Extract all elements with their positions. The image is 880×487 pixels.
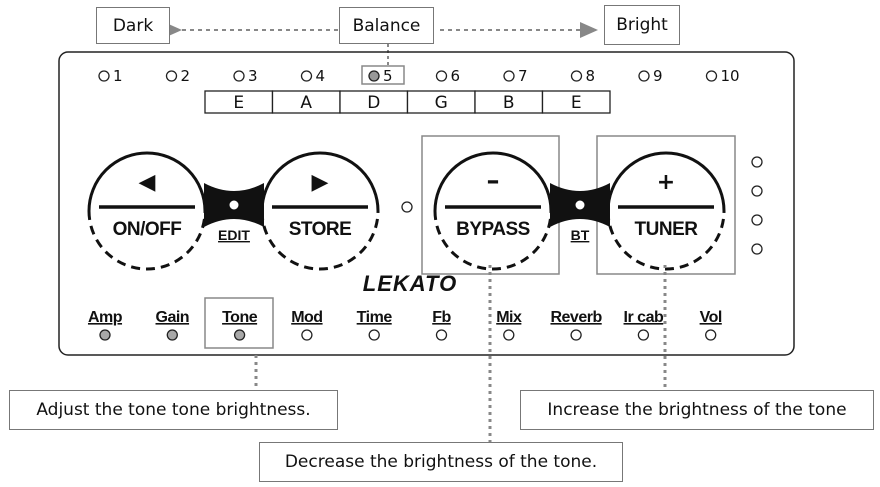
param-time[interactable]: Time (357, 309, 393, 341)
string-label: D (367, 93, 380, 113)
param-label: Fb (432, 309, 451, 326)
param-led (503, 329, 515, 341)
side-led-column (751, 156, 763, 255)
param-label: Time (357, 309, 393, 326)
param-led (368, 329, 380, 341)
param-label: Tone (222, 309, 258, 326)
balance-label: Balance (339, 7, 434, 44)
on_off-symbol-icon: ◀ (139, 170, 156, 195)
param-label: Reverb (550, 309, 602, 326)
param-mix[interactable]: Mix (496, 309, 522, 341)
param-led (637, 329, 650, 341)
store-footswitch[interactable]: ▶ STORE (260, 151, 380, 271)
tuner-highlight (596, 135, 736, 275)
bright-label: Bright (604, 5, 680, 45)
string-label: A (300, 93, 312, 113)
tuner-callout: Increase the brightness of the tone (520, 390, 874, 430)
preset-led-4: 4 (300, 67, 326, 85)
store-label: STORE (289, 219, 352, 240)
tuner-label: TUNER (635, 219, 699, 240)
on-off-footswitch[interactable]: ◀ ON/OFF (87, 151, 207, 271)
tuner-footswitch[interactable]: + TUNER (606, 151, 726, 271)
string-label: B (503, 93, 515, 113)
bypass-footswitch[interactable]: – BYPASS (433, 151, 553, 271)
tuner-symbol-icon: + (657, 170, 675, 195)
param-label: Ir cab (624, 309, 664, 326)
preset-number: 3 (248, 67, 258, 85)
param-label: Vol (700, 309, 722, 326)
param-led (301, 329, 313, 341)
preset-number: 10 (721, 67, 740, 85)
preset-led-2: 2 (165, 67, 191, 85)
param-led (435, 329, 448, 341)
param-tone[interactable]: Tone (222, 309, 258, 341)
preset-number: 4 (316, 67, 326, 85)
param-amp[interactable]: Amp (88, 309, 123, 341)
param-led (99, 329, 111, 341)
preset-led-6: 6 (435, 67, 461, 85)
string-label: G (435, 93, 448, 113)
preset-led-5: 5 (368, 67, 393, 85)
preset-led-3: 3 (233, 67, 258, 85)
param-ir-cab[interactable]: Ir cab (624, 309, 664, 341)
param-fb[interactable]: Fb (432, 309, 452, 341)
string-box (541, 90, 611, 114)
center-led (401, 201, 413, 213)
edit-bridge: EDIT (204, 183, 264, 243)
preset-number: 8 (586, 67, 596, 85)
param-led (166, 329, 178, 341)
param-reverb[interactable]: Reverb (550, 309, 603, 341)
bypass-label: BYPASS (456, 219, 530, 240)
preset-led-8: 8 (570, 67, 596, 85)
param-led (233, 329, 246, 341)
on_off-label: ON/OFF (113, 219, 182, 240)
param-label: Mix (496, 309, 522, 326)
bypass-callout: Decrease the brightness of the tone. (259, 442, 623, 482)
tone-highlight (204, 297, 274, 349)
param-label: Mod (291, 309, 322, 326)
param-vol[interactable]: Vol (700, 309, 722, 341)
param-label: Amp (88, 309, 123, 326)
param-label: Gain (156, 309, 190, 326)
preset-number: 5 (383, 67, 393, 85)
pedal-body (58, 51, 795, 356)
preset-led-1: 1 (98, 67, 123, 85)
bypass-highlight (421, 135, 560, 275)
preset-number: 9 (653, 67, 663, 85)
edit-bridge-label: EDIT (218, 227, 250, 243)
brand-logo: LEKATO (363, 271, 457, 296)
preset-number: 2 (181, 67, 191, 85)
string-label: E (233, 93, 244, 113)
preset-led-9: 9 (638, 67, 663, 85)
tone-callout: Adjust the tone tone brightness. (9, 390, 338, 430)
preset-led-10: 10 (705, 67, 740, 85)
preset-led-row: 1 2 3 4 5 6 7 8 9 10 (98, 67, 740, 85)
param-led (705, 329, 717, 341)
param-led (570, 329, 582, 341)
preset-5-highlight (361, 65, 405, 85)
store-symbol-icon: ▶ (312, 170, 329, 195)
parameter-row: Amp Gain Tone Mod Time Fb Mix Reverb Ir cab Vol (88, 309, 722, 341)
dark-label: Dark (96, 7, 170, 44)
string-label: E (571, 93, 582, 113)
param-mod[interactable]: Mod (291, 309, 323, 341)
preset-number: 1 (113, 67, 123, 85)
preset-number: 6 (451, 67, 461, 85)
preset-number: 7 (518, 67, 528, 85)
bt-bridge-label: BT (571, 227, 590, 243)
bt-bridge: BT (550, 183, 610, 243)
param-gain[interactable]: Gain (156, 309, 190, 341)
bypass-symbol-icon: – (487, 166, 500, 196)
preset-led-7: 7 (503, 67, 528, 85)
